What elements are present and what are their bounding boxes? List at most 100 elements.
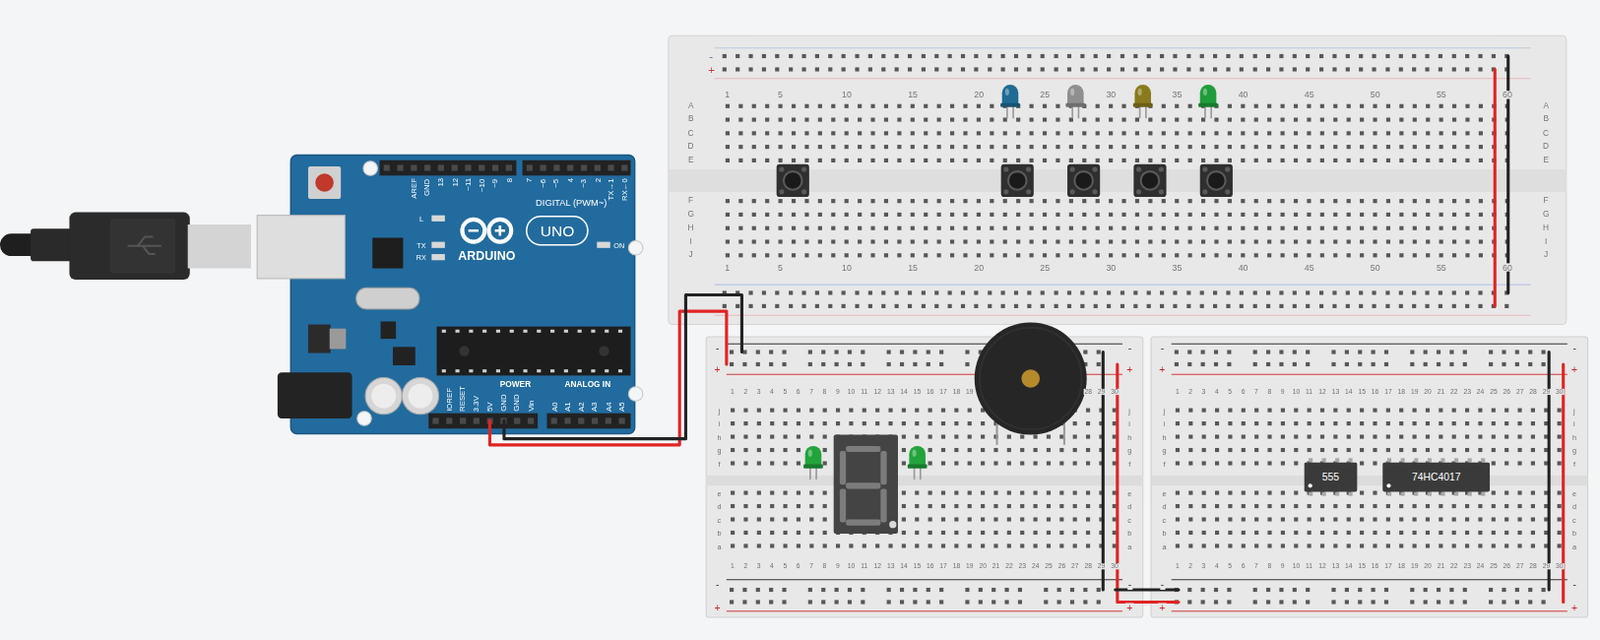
center-gap	[705, 475, 1144, 486]
hole	[1452, 239, 1457, 244]
capacitor	[401, 377, 439, 414]
hole	[1175, 530, 1180, 535]
hole	[1172, 66, 1177, 71]
hole	[768, 587, 773, 592]
hole	[1175, 543, 1180, 548]
hole	[804, 198, 809, 203]
hole	[1477, 54, 1482, 59]
chip-pin	[1427, 492, 1432, 497]
hole	[1346, 144, 1351, 149]
hole	[950, 104, 955, 109]
hole	[1227, 448, 1232, 452]
hole	[735, 304, 740, 309]
hole	[1372, 104, 1377, 109]
chip-mark	[598, 345, 609, 356]
hole	[1202, 530, 1207, 535]
hole	[796, 421, 801, 426]
hole	[899, 599, 904, 604]
hole	[1501, 599, 1506, 604]
hole	[1133, 290, 1138, 295]
hole	[1478, 130, 1483, 135]
rail-line	[713, 315, 1531, 317]
hole	[1266, 599, 1271, 604]
hole	[907, 290, 912, 295]
hole	[1465, 504, 1470, 509]
usb-strain-relief	[30, 228, 74, 261]
hole	[1504, 516, 1509, 521]
hole	[1227, 434, 1232, 439]
button-corner	[1025, 166, 1031, 172]
hole	[928, 434, 933, 439]
hole	[1254, 253, 1259, 257]
capacitor-top	[371, 384, 396, 409]
hole	[791, 144, 796, 149]
hole	[1014, 66, 1019, 71]
hole	[1135, 239, 1140, 244]
chip-pin	[1413, 492, 1418, 497]
hole	[791, 158, 796, 163]
hole	[1007, 434, 1012, 439]
hole	[964, 349, 969, 354]
hole	[1214, 253, 1218, 257]
hole	[1293, 504, 1298, 509]
hole	[818, 104, 823, 109]
hole	[730, 421, 735, 426]
hole	[1106, 304, 1111, 309]
hole	[1478, 104, 1483, 109]
hole	[910, 253, 915, 257]
hole	[1240, 104, 1245, 109]
hole	[896, 239, 901, 244]
hole	[884, 253, 889, 257]
header-socket	[551, 417, 558, 424]
hole	[783, 490, 788, 495]
hole	[1359, 516, 1364, 521]
hole	[1267, 158, 1272, 163]
hole	[1557, 448, 1562, 452]
pin-label: 5V	[486, 401, 495, 412]
column-number: 3	[756, 387, 763, 395]
hole	[769, 460, 774, 465]
hole	[1227, 198, 1232, 203]
row-letter: I	[1543, 237, 1548, 246]
hole	[1007, 504, 1012, 509]
hole	[1174, 239, 1179, 244]
hole	[989, 117, 994, 122]
hole	[923, 253, 928, 257]
hole	[1344, 587, 1349, 592]
row-letter: H	[1541, 224, 1550, 233]
hole	[1306, 144, 1311, 149]
hole	[1054, 66, 1059, 71]
hole	[1452, 290, 1457, 295]
hole	[821, 349, 826, 354]
hole	[1477, 543, 1482, 548]
hole	[993, 490, 998, 495]
led-dome	[1200, 84, 1217, 107]
hole	[1452, 434, 1457, 439]
hole	[1073, 516, 1078, 521]
hole	[1055, 117, 1060, 122]
hole	[1253, 290, 1258, 295]
row-letter: J	[687, 251, 694, 259]
hole	[1332, 304, 1337, 309]
hole	[1477, 434, 1482, 439]
hole	[1213, 54, 1217, 59]
header-socket	[451, 164, 458, 171]
hole	[1307, 543, 1312, 548]
microcontroller	[437, 326, 632, 377]
hole	[1201, 362, 1206, 367]
hole	[1106, 290, 1111, 295]
hole	[1174, 362, 1179, 367]
hole	[1069, 253, 1074, 257]
hole	[1096, 587, 1101, 592]
hole	[1372, 460, 1377, 465]
segment	[845, 519, 881, 526]
hole	[980, 504, 985, 509]
hole	[980, 421, 985, 426]
hole	[1557, 434, 1562, 439]
chip-pin	[510, 329, 514, 333]
hole	[939, 349, 944, 354]
hole	[848, 543, 853, 548]
hole	[844, 226, 849, 231]
hole	[1488, 599, 1493, 604]
